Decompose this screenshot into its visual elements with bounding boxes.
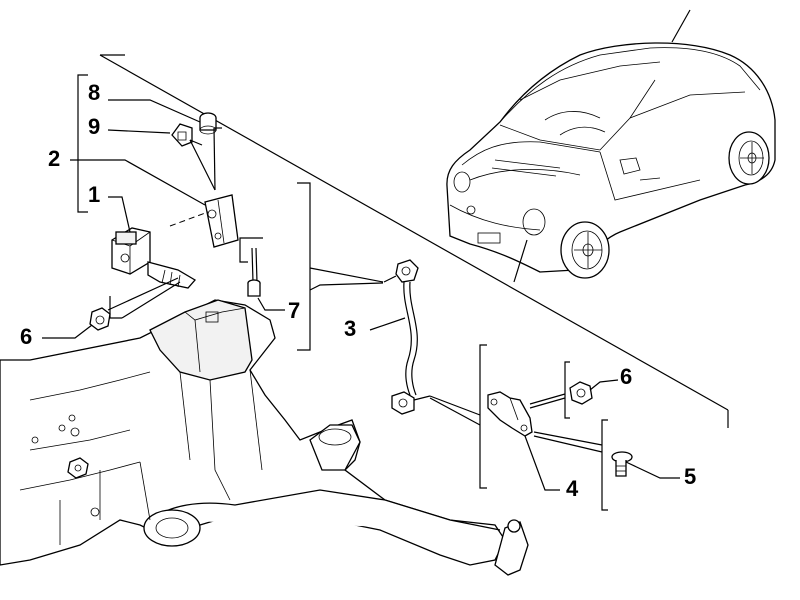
part-6-nut-left[interactable] — [89, 307, 111, 331]
part-4-bracket-plate[interactable] — [487, 391, 533, 437]
part-2-sensor-bracket[interactable] — [169, 194, 239, 248]
front-wheel — [560, 221, 610, 279]
part-7-rivet[interactable] — [247, 247, 261, 297]
callout-5: 5 — [684, 464, 696, 489]
callout-1: 1 — [88, 182, 100, 207]
callout-6-left: 6 — [20, 324, 32, 349]
rear-wheel — [728, 131, 770, 185]
part-6-nut-right[interactable] — [569, 381, 593, 405]
part-8-screw[interactable] — [199, 112, 217, 135]
callout-3: 3 — [344, 316, 356, 341]
callout-8: 8 — [88, 80, 100, 105]
part-9-clip[interactable] — [171, 123, 193, 147]
callout-4: 4 — [566, 476, 579, 501]
part-5-screw[interactable] — [611, 451, 633, 477]
callout-2: 2 — [48, 146, 60, 171]
subframe-assembly — [0, 299, 529, 576]
car-illustration — [446, 9, 776, 283]
callout-6-right: 6 — [620, 364, 632, 389]
part-3-link-rod[interactable] — [383, 259, 431, 415]
part-1-height-sensor[interactable] — [111, 227, 197, 289]
callout-9: 9 — [88, 114, 100, 139]
callout-7: 7 — [288, 298, 300, 323]
leader-lines — [42, 74, 680, 511]
callout-labels: 8 9 2 1 6 7 3 6 5 4 — [20, 80, 696, 501]
